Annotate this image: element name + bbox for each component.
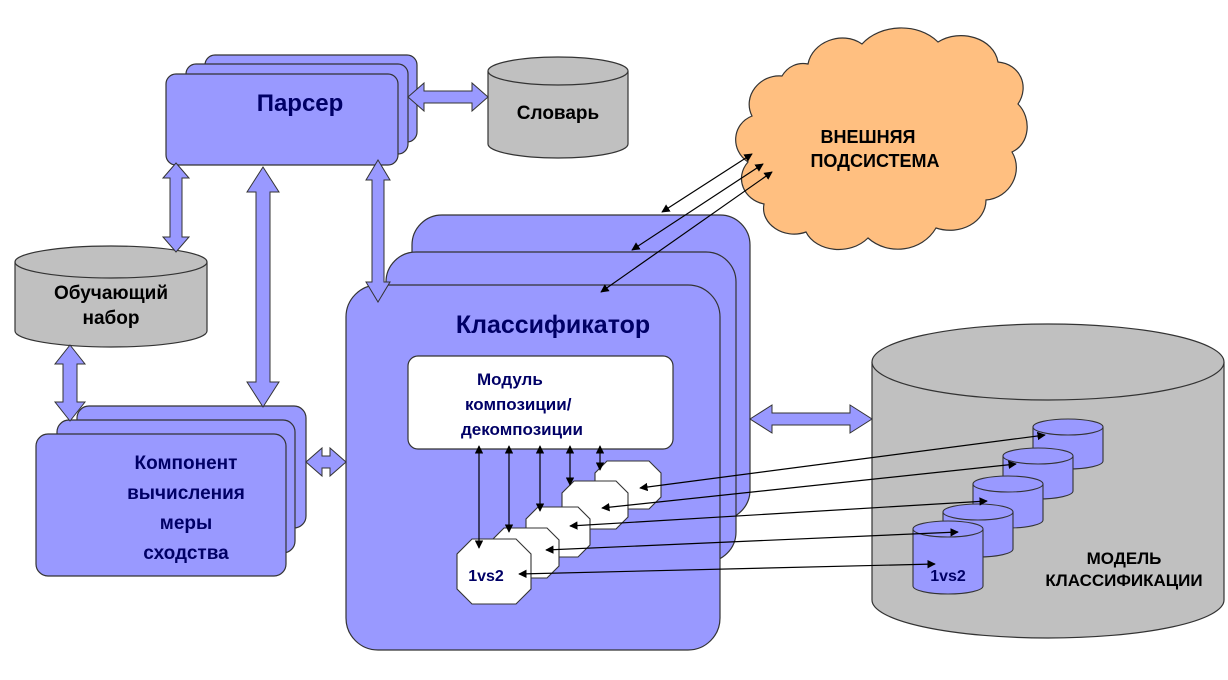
module-label-3: декомпозиции (461, 420, 583, 439)
classifier-box[interactable] (345, 284, 721, 651)
arrow-training-similarity (53, 344, 87, 422)
parser-stack: Парсер (165, 54, 418, 166)
composition-module[interactable]: Модуль композиции/ декомпозиции (407, 355, 674, 450)
similarity-stack: Компонент вычисления меры сходства (35, 405, 307, 577)
training-set-label-1: Обучающий (54, 283, 168, 304)
dictionary-label: Словарь (517, 103, 599, 124)
arrow-classifier-external-3 (600, 171, 773, 293)
arrow-parser-similarity (246, 166, 280, 408)
arrow-parser-dictionary (407, 81, 489, 113)
parser-box[interactable] (165, 73, 399, 166)
similarity-label-4: сходства (143, 543, 229, 564)
binary-label: 1vs2 (468, 568, 504, 585)
similarity-box[interactable] (35, 433, 287, 577)
arrow-similarity-classifier (305, 446, 347, 478)
module-label-2: композиции/ (465, 395, 572, 414)
arrow-parser-classifier (365, 159, 391, 303)
similarity-label-2: вычисления (127, 483, 245, 504)
model-label-2: КЛАССИФИКАЦИИ (1045, 571, 1202, 590)
model-label-1: МОДЕЛЬ (1087, 549, 1162, 568)
classifier-label: Классификатор (456, 311, 650, 339)
external-subsystem-cloud[interactable]: ВНЕШНЯЯ ПОДСИСТЕМА (735, 27, 1028, 251)
dictionary-db[interactable]: Словарь (487, 56, 629, 159)
arrow-octagon-model-0 (518, 559, 936, 579)
block-arrows (53, 81, 873, 478)
similarity-label-3: меры (160, 513, 212, 534)
similarity-label-1: Компонент (135, 453, 238, 474)
binary-classifier-0[interactable]: 1vs2 (456, 538, 532, 605)
arrow-classifier-model (749, 404, 873, 434)
arrow-octagon-model-1 (545, 528, 959, 554)
arrow-octagon-model-4 (639, 431, 1046, 492)
training-set-label-2: набор (83, 308, 140, 329)
external-label-1: ВНЕШНЯЯ (821, 127, 916, 147)
module-label-1: Модуль (477, 370, 543, 389)
thin-arrows (474, 153, 1046, 579)
arrow-parser-training (161, 162, 191, 253)
training-set-db[interactable]: Обучающий набор (14, 245, 208, 348)
external-label-2: ПОДСИСТЕМА (810, 151, 939, 171)
model-binary-label: 1vs2 (930, 568, 966, 585)
arrow-classifier-external-1 (661, 153, 753, 213)
parser-label: Парсер (257, 90, 344, 117)
